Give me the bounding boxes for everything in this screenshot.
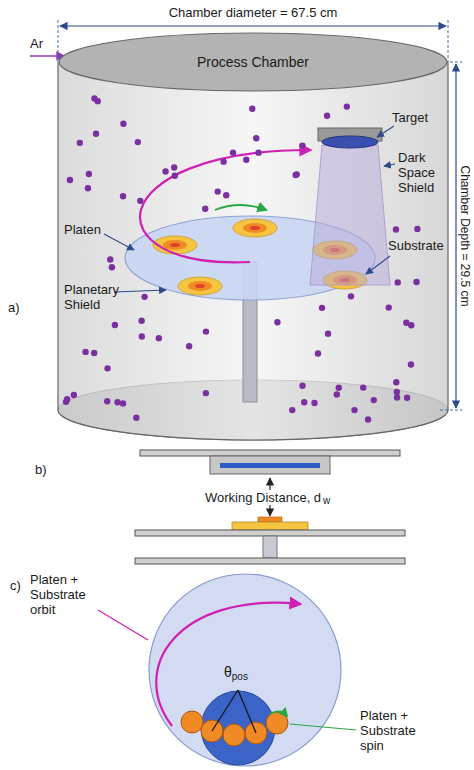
- argon-atom: [114, 399, 120, 405]
- argon-atom: [351, 407, 357, 413]
- argon-atom: [255, 149, 261, 155]
- dimension-label: Chamber diameter = 67.5 cm: [169, 5, 338, 20]
- argon-atom: [301, 399, 307, 405]
- node-title: Process Chamber: [197, 54, 309, 70]
- spin-arrow: [215, 205, 266, 210]
- angle-symbol: θ: [224, 664, 232, 680]
- argon-atom: [414, 226, 420, 232]
- chamber-body: [58, 62, 448, 440]
- part-label: Platen + Substrate spin: [360, 708, 430, 753]
- argon-atom: [293, 171, 299, 177]
- argon-atom: [336, 384, 342, 390]
- argon-atom: [112, 322, 118, 328]
- argon-atom: [138, 318, 144, 324]
- argon-atom: [139, 333, 145, 339]
- argon-atom: [249, 106, 255, 112]
- gas-inlet-arrow: [30, 55, 64, 57]
- argon-atom: [172, 173, 178, 179]
- argon-atoms: [63, 95, 421, 422]
- argon-atom: [395, 279, 401, 285]
- argon-atom: [202, 205, 208, 211]
- part-label: Target: [392, 110, 428, 125]
- argon-atom: [171, 164, 177, 170]
- argon-atom: [95, 98, 101, 104]
- argon-atom: [319, 305, 325, 311]
- argon-atom: [77, 140, 83, 146]
- argon-atom: [156, 335, 162, 341]
- gas-label: Ar: [30, 36, 43, 51]
- argon-atom: [394, 389, 400, 395]
- argon-atom: [64, 396, 70, 402]
- argon-atom: [86, 171, 92, 177]
- argon-atom: [311, 400, 317, 406]
- dimension-label: Working Distance, d: [204, 490, 322, 505]
- argon-atom: [162, 168, 168, 174]
- argon-atom: [120, 193, 126, 199]
- argon-atom: [289, 407, 295, 413]
- argon-atom: [325, 330, 331, 336]
- argon-atom: [315, 350, 321, 356]
- argon-atom: [135, 139, 141, 145]
- argon-atom: [299, 142, 305, 148]
- part-label: Platen + Substrate orbit: [30, 572, 98, 617]
- argon-atom: [393, 226, 399, 232]
- argon-atom: [403, 319, 409, 325]
- argon-atom: [348, 293, 354, 299]
- argon-atom: [71, 392, 77, 398]
- leader-lines: [104, 126, 395, 292]
- argon-atom: [215, 188, 221, 194]
- argon-atom: [386, 304, 392, 310]
- argon-atom: [133, 414, 139, 420]
- part-label: Dark Space Shield: [398, 150, 442, 195]
- argon-atom: [371, 397, 377, 403]
- argon-atom: [82, 349, 88, 355]
- chamber-lid-ellipse: Process Chamber: [58, 32, 448, 92]
- argon-atom: [344, 103, 350, 109]
- subscript: w: [322, 495, 331, 507]
- part-label: Substrate: [388, 238, 444, 253]
- argon-atom: [334, 391, 340, 397]
- argon-atom: [394, 394, 400, 400]
- part-label: Planetary Shield: [64, 282, 130, 312]
- argon-atom: [104, 398, 110, 404]
- argon-atom: [91, 350, 97, 356]
- argon-atom: [243, 157, 249, 163]
- argon-atom: [299, 383, 305, 389]
- argon-atom: [104, 365, 110, 371]
- argon-atom: [253, 135, 259, 141]
- orbit-arrow: [140, 150, 310, 262]
- argon-atom: [107, 256, 113, 262]
- top-view: [98, 574, 356, 766]
- subscript: pos: [232, 671, 248, 683]
- argon-atom: [120, 400, 126, 406]
- argon-atom: [274, 319, 280, 325]
- argon-atom: [360, 384, 366, 390]
- part-label: Platen: [64, 222, 101, 237]
- argon-atom: [203, 328, 209, 334]
- working-distance-schematic: [135, 450, 405, 564]
- argon-atom: [404, 395, 410, 401]
- argon-atom: [109, 264, 115, 270]
- target-assembly: [310, 128, 390, 285]
- argon-atom: [203, 390, 209, 396]
- argon-atom: [230, 150, 236, 156]
- argon-atom: [324, 113, 330, 119]
- argon-atom: [393, 379, 399, 385]
- argon-atom: [223, 192, 229, 198]
- dimension-label: Chamber Depth = 29.5 cm: [458, 165, 472, 306]
- argon-atom: [120, 121, 126, 127]
- argon-atom: [408, 361, 414, 367]
- argon-atom: [365, 416, 371, 422]
- argon-atom: [220, 158, 226, 164]
- panel-letter: a): [8, 300, 20, 315]
- argon-atom: [67, 177, 73, 183]
- panel-letter: b): [35, 462, 47, 477]
- panel-letter: c): [10, 578, 21, 593]
- argon-atom: [413, 279, 419, 285]
- argon-atom: [93, 131, 99, 137]
- argon-atom: [141, 294, 147, 300]
- argon-atom: [85, 185, 91, 191]
- argon-atom: [186, 343, 192, 349]
- argon-atom: [137, 198, 143, 204]
